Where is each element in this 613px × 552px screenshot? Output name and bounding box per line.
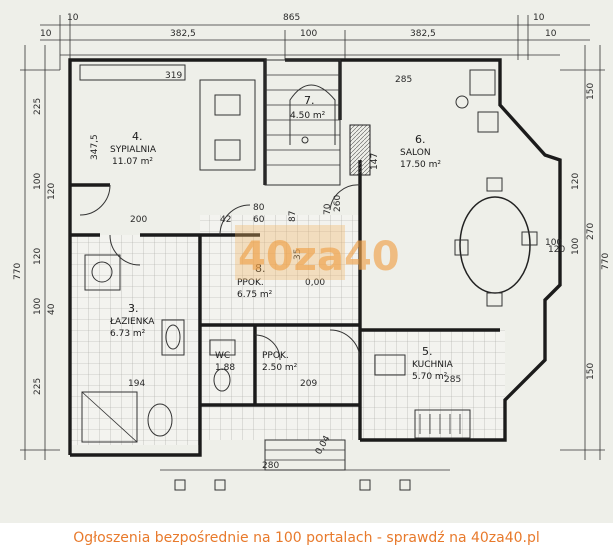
dim-top-right: 10	[533, 13, 545, 23]
staircase	[264, 59, 341, 186]
dim-35: 35	[293, 249, 303, 260]
dim-87: 87	[288, 211, 298, 222]
room-8-area: 6.75 m²	[237, 290, 273, 300]
dim-147: 147	[370, 153, 380, 170]
room-3-area: 6.73 m²	[110, 329, 146, 339]
wc-area: 1.88	[215, 363, 235, 373]
hall-tiles	[200, 215, 360, 440]
wc-name: WC	[215, 351, 230, 361]
dim-0-00: 0,00	[305, 278, 325, 288]
dim-left-120b: 120	[47, 183, 57, 200]
dim-left-40: 40	[47, 303, 57, 315]
room-5-name: KUCHNIA	[412, 360, 454, 370]
bathroom-fixtures	[81, 254, 185, 443]
dim-80: 80	[253, 203, 265, 213]
dim-200a: 200	[130, 215, 147, 225]
room-5-number: 5.	[422, 345, 433, 358]
dim-right-270: 270	[586, 223, 596, 240]
inner-walls	[70, 160, 500, 440]
dim-280: 280	[262, 461, 279, 471]
room-3-number: 3.	[128, 302, 139, 315]
dim-row2-e: 10	[545, 29, 557, 39]
footer-banner[interactable]: Ogłoszenia bezpośrednie na 100 portalach…	[0, 523, 613, 552]
dim-left-100b: 100	[33, 298, 43, 315]
dim-right-100: 100	[571, 238, 581, 255]
dim-120-right: 120	[548, 245, 565, 255]
chimney	[349, 124, 371, 176]
room-6-area: 17.50 m²	[400, 160, 441, 170]
dim-top-total: 865	[283, 13, 300, 23]
dim-260: 260	[333, 195, 343, 212]
room-6-number: 6.	[415, 133, 426, 146]
room-4-name: SYPIALNIA	[110, 145, 157, 155]
bathroom-tiles	[70, 235, 200, 445]
watermark-badge	[235, 225, 345, 280]
dim-100-right: 100	[545, 238, 562, 248]
dim-right-150b: 150	[586, 363, 596, 380]
room-6-name: SALON	[400, 148, 431, 158]
bedroom-furniture	[79, 64, 256, 171]
room-8-name: PPOK.	[237, 278, 264, 288]
dim-right-150a: 150	[586, 83, 596, 100]
dim-319: 319	[165, 71, 182, 81]
dim-left-120: 120	[33, 248, 43, 265]
door-swings	[79, 184, 361, 361]
entrance-steps	[160, 439, 450, 491]
dim-42: 42	[220, 215, 231, 225]
kitchen-tiles	[360, 330, 505, 440]
room-4-area: 11.07 m²	[112, 157, 153, 167]
room-4-number: 4.	[132, 130, 143, 143]
dim-60: 60	[253, 215, 265, 225]
living-furniture	[454, 69, 538, 307]
footer-text[interactable]: Ogłoszenia bezpośrednie na 100 portalach…	[73, 529, 540, 546]
dim-left-100a: 100	[33, 173, 43, 190]
floor-plan: 10 865 10 10 382,5 100 382,5 10 770 225 …	[0, 0, 613, 523]
top-dimension-lines	[40, 15, 590, 70]
dim-left-total: 770	[13, 263, 23, 280]
dim-right-120: 120	[571, 173, 581, 190]
room-3-name: ŁAZIENKA	[109, 317, 155, 327]
dim-row2-d: 382,5	[410, 29, 436, 39]
floor-plan-drawing: 10 865 10 10 382,5 100 382,5 10 770 225 …	[13, 13, 611, 491]
room-5-area: 5.70 m²	[412, 372, 448, 382]
room-7-number: 7.	[304, 94, 315, 107]
watermark-logo: 40za40	[238, 234, 400, 280]
dim-right-total: 770	[601, 253, 611, 270]
dim-194: 194	[128, 379, 145, 389]
hall-small-name: PPOK.	[262, 351, 289, 361]
hall-small-area: 2.50 m²	[262, 363, 298, 373]
dim-row2-b: 382,5	[170, 29, 196, 39]
dim-209: 209	[300, 379, 317, 389]
dim-70: 70	[323, 203, 333, 215]
dim-left-bottom: 225	[33, 378, 43, 395]
room-7-area: 4.50 m²	[290, 111, 326, 121]
dim-row2-a: 10	[40, 29, 52, 39]
kitchen-fixtures	[374, 354, 471, 439]
dim-285b: 285	[444, 375, 461, 385]
room-8-number: 8.	[255, 262, 266, 275]
wc-fixtures	[209, 339, 236, 392]
right-dimension-lines	[560, 45, 605, 460]
dim-left-top: 225	[33, 98, 43, 115]
dim-347-5: 347,5	[90, 134, 100, 160]
left-dimension-lines	[20, 45, 60, 460]
dim-285a: 285	[395, 75, 412, 85]
dim-top-left: 10	[67, 13, 79, 23]
dim-row2-c: 100	[300, 29, 317, 39]
